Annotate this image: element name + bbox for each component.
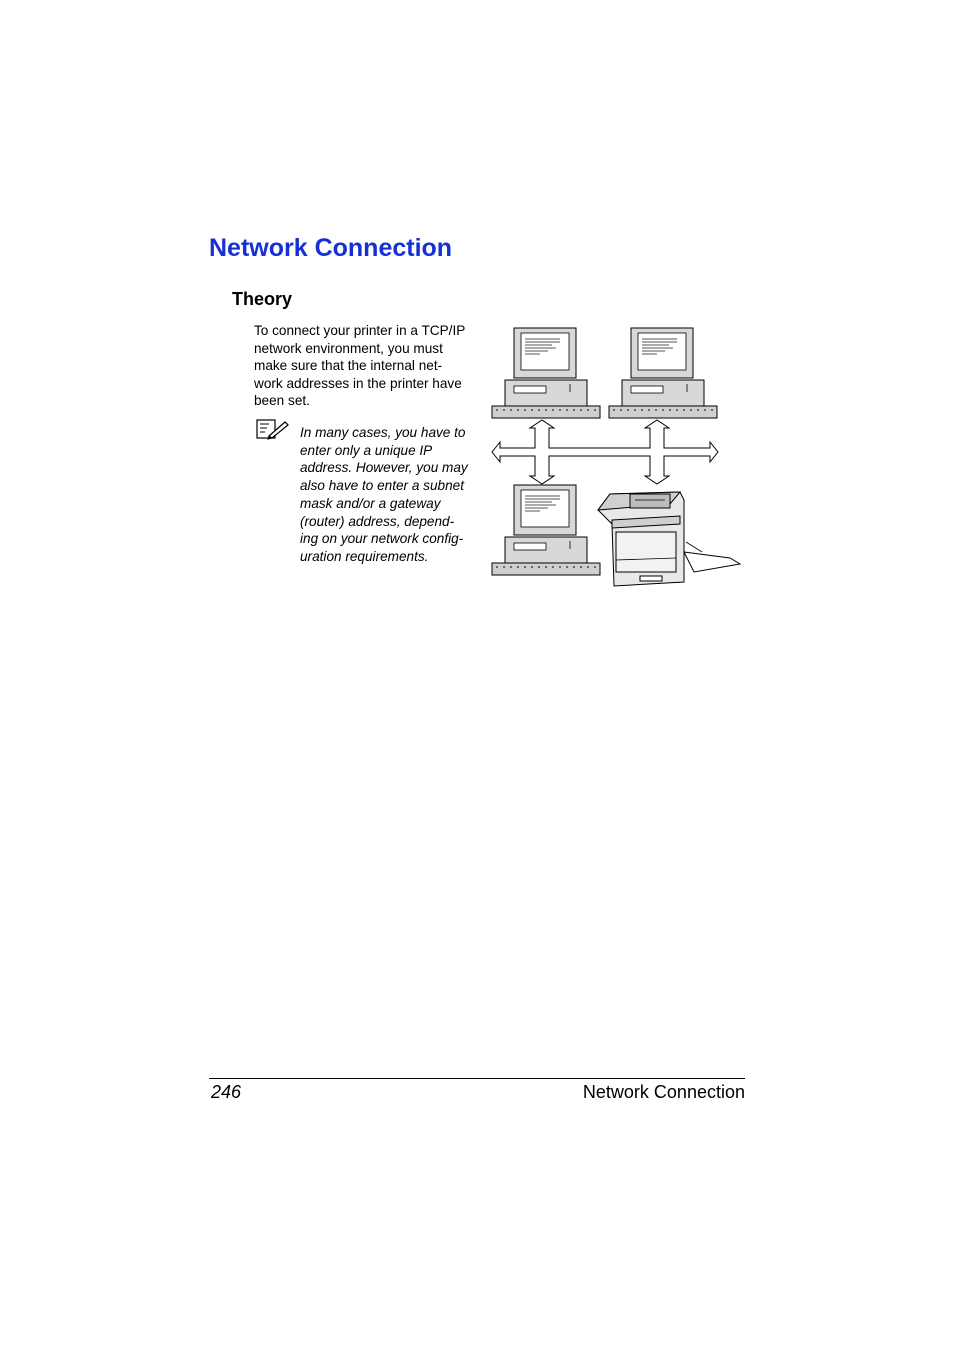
note-line: (router) address, depend- bbox=[300, 513, 455, 529]
note-line: uration requirements. bbox=[300, 548, 429, 564]
computer-top-right bbox=[608, 327, 718, 419]
network-diagram bbox=[491, 327, 742, 587]
note-line: enter only a unique IP bbox=[300, 442, 433, 458]
note-line: also have to enter a subnet bbox=[300, 478, 464, 494]
note-line: In many cases, you have to bbox=[300, 425, 466, 440]
footer-chapter-title: Network Connection bbox=[582, 1082, 745, 1102]
body-line: been set. bbox=[254, 393, 310, 409]
computer-top-left bbox=[491, 327, 601, 419]
computer-bottom-left bbox=[491, 484, 601, 576]
body-line: To connect your printer in a TCP/IP bbox=[254, 323, 466, 338]
body-paragraph: To connect your printer in a TCP/IP netw… bbox=[254, 322, 479, 410]
body-line: network environment, you must bbox=[254, 340, 443, 356]
body-line: work addresses in the printer have bbox=[254, 375, 462, 391]
network-arrows bbox=[491, 419, 719, 485]
note-line: mask and/or a gateway bbox=[300, 495, 441, 511]
note-line: address. However, you may bbox=[300, 460, 468, 476]
section-heading: Theory bbox=[232, 289, 293, 309]
page-number: 246 bbox=[211, 1082, 242, 1102]
note-paragraph: In many cases, you have to enter only a … bbox=[300, 424, 478, 566]
footer-rule bbox=[209, 1078, 745, 1079]
printer bbox=[596, 491, 742, 587]
note-pencil-icon bbox=[256, 419, 289, 440]
body-line: make sure that the internal net- bbox=[254, 358, 443, 374]
note-line: ing on your network config- bbox=[300, 531, 464, 547]
page-title: Network Connection bbox=[209, 234, 453, 262]
